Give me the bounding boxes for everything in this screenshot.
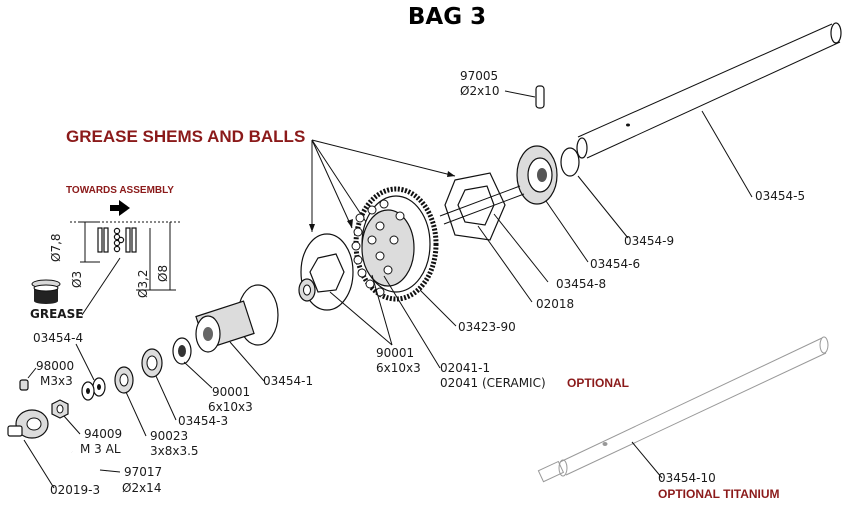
label-97005-code: 97005 xyxy=(460,69,498,83)
label-optional-titanium: OPTIONAL TITANIUM xyxy=(658,487,780,501)
label-90001-b-size: 6x10x3 xyxy=(208,400,253,414)
pin-97017 xyxy=(71,450,107,474)
dim-d3: Ø3 xyxy=(70,271,84,288)
label-03454-1: 03454-1 xyxy=(263,374,313,388)
pin-97005 xyxy=(535,85,545,109)
label-97005-size: Ø2x10 xyxy=(460,84,499,98)
label-03454-5: 03454-5 xyxy=(755,189,805,203)
label-02018: 02018 xyxy=(536,297,574,311)
set-screw-98000 xyxy=(19,379,29,391)
label-02019-3: 02019-3 xyxy=(50,483,100,497)
nut-94009 xyxy=(51,399,69,419)
grease-note: GREASE SHEMS AND BALLS xyxy=(66,127,305,146)
titanium-shaft-03454-10 xyxy=(537,336,829,483)
label-98000-size: M3x3 xyxy=(40,374,73,388)
page-title: BAG 3 xyxy=(408,4,486,30)
shaft-02018 xyxy=(439,185,525,225)
bearing-03454-3 xyxy=(141,348,163,378)
thrust-bearing-90023 xyxy=(114,366,134,394)
label-90001-a-code: 90001 xyxy=(376,346,414,360)
label-97017-size: Ø2x14 xyxy=(122,481,161,495)
hub-03454-6 xyxy=(516,145,558,205)
dim-d8: Ø8 xyxy=(156,265,170,282)
label-03454-3: 03454-3 xyxy=(178,414,228,428)
towards-assembly-label: TOWARDS ASSEMBLY xyxy=(66,185,174,196)
label-03454-4: 03454-4 xyxy=(33,331,83,345)
label-03454-8: 03454-8 xyxy=(556,277,606,291)
label-98000-code: 98000 xyxy=(36,359,74,373)
washers-03454-4 xyxy=(81,377,106,401)
grease-tub-icon xyxy=(31,279,61,304)
adjuster-02019-3 xyxy=(7,409,49,439)
leader-lines xyxy=(23,90,753,489)
long-shaft-03454-5 xyxy=(576,22,842,159)
hex-shim-03454-8 xyxy=(444,172,506,241)
grease-note-leaders xyxy=(309,139,456,232)
label-90001-a-size: 6x10x3 xyxy=(376,361,421,375)
label-94009-size: M 3 AL xyxy=(80,442,121,456)
label-03454-9: 03454-9 xyxy=(624,234,674,248)
diff-balls xyxy=(351,199,405,297)
shim-dimension-sketch xyxy=(70,221,180,291)
label-97017-code: 97017 xyxy=(124,465,162,479)
label-94009-code: 94009 xyxy=(84,427,122,441)
hub-03454-1 xyxy=(195,284,279,353)
grease-label: GREASE xyxy=(30,307,83,321)
bearing-90001-b xyxy=(172,337,192,365)
label-90023-size: 3x8x3.5 xyxy=(150,444,199,458)
label-03454-10: 03454-10 xyxy=(658,471,716,485)
grease-leader xyxy=(81,257,121,316)
label-03423-90: 03423-90 xyxy=(458,320,516,334)
dim-d78: Ø7,8 xyxy=(49,233,63,262)
right-arrow-icon xyxy=(110,200,130,216)
label-02041-1: 02041-1 xyxy=(440,361,490,375)
label-03454-6: 03454-6 xyxy=(590,257,640,271)
label-90001-b-code: 90001 xyxy=(212,385,250,399)
label-02041-optional: OPTIONAL xyxy=(567,376,629,390)
label-02041-ceramic: 02041 (CERAMIC) xyxy=(440,376,546,390)
bearing-90001-a xyxy=(298,278,316,302)
clip-ring-03454-9 xyxy=(560,147,580,177)
dim-d32: Ø3,2 xyxy=(136,269,150,298)
label-90023-code: 90023 xyxy=(150,429,188,443)
